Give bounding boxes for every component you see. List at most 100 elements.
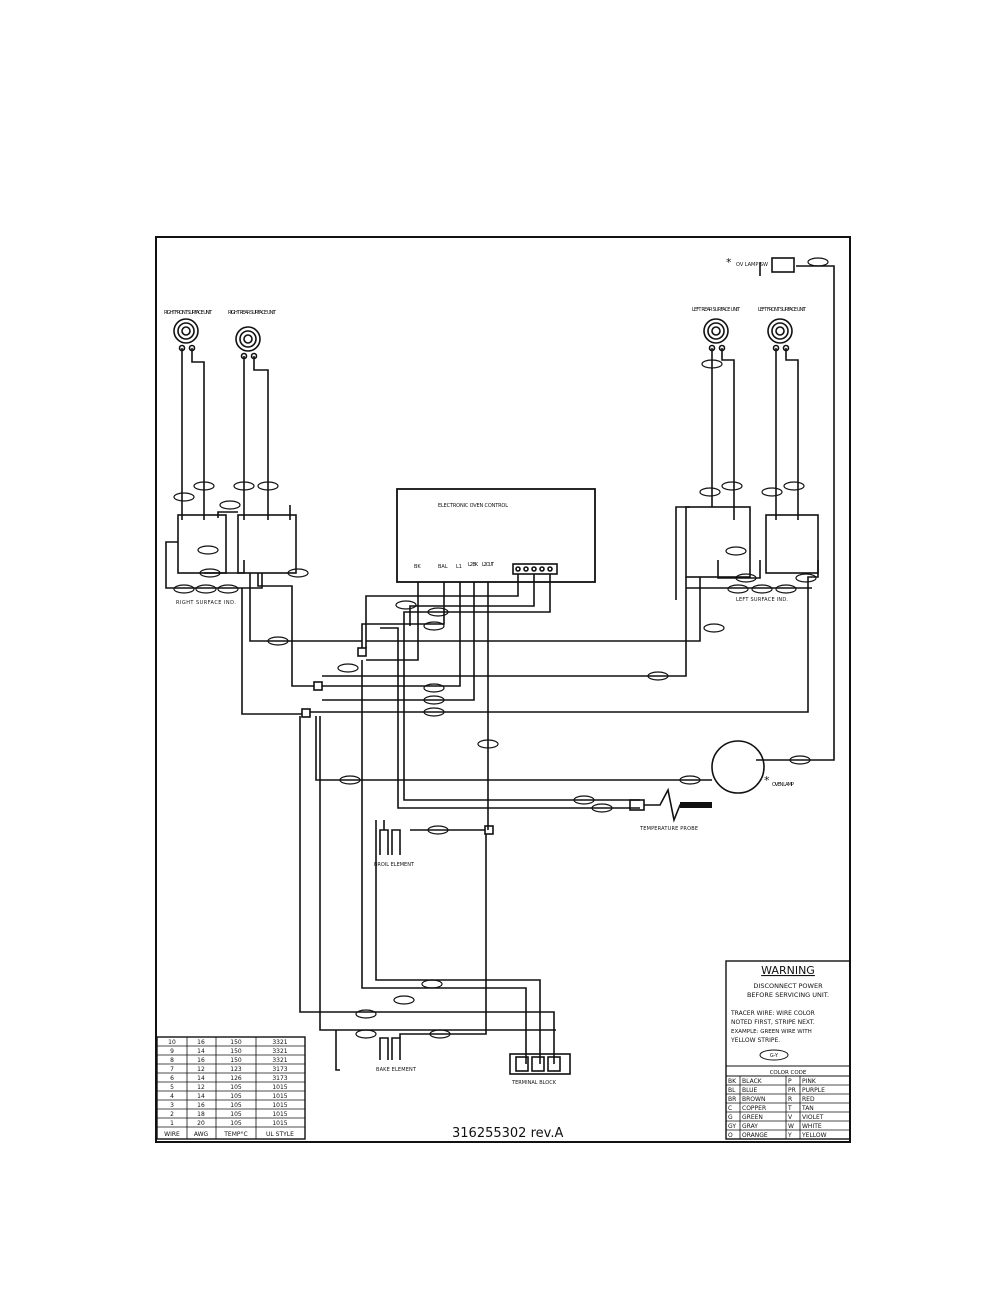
color-code-cell: PINK [802, 1078, 817, 1085]
bake-element-label: BAKE ELEMENT [376, 1067, 417, 1073]
tracer-line-1: TRACER WIRE: WIRE COLOR [730, 1010, 815, 1017]
eoc-terminal-bk: BK [414, 564, 421, 570]
wire-table-cell: 150 [230, 1048, 242, 1055]
left-surface-ind-label: LEFT SURFACE IND. [736, 597, 788, 603]
temperature-probe-label: TEMPERATURE PROBE [639, 826, 698, 832]
junction-b [313, 681, 323, 691]
eoc-terminal-l2-out: L2 OUT [482, 562, 495, 568]
lr-surface-unit-label: LEFT REAR SURFACE UNIT [692, 307, 741, 313]
wire-table-cell: 105 [230, 1111, 242, 1118]
junction-a [357, 647, 367, 657]
oven-lamp-circle [711, 740, 765, 794]
color-code-cell: V [788, 1114, 793, 1121]
asterisk-2: * [764, 774, 770, 787]
lf-surface-unit-label: LEFT FRONT SURFACE UNIT [758, 307, 807, 313]
junction-c [301, 708, 311, 718]
wire-tags [173, 257, 829, 1039]
broil-element-label: BROIL ELEMENT [374, 862, 415, 868]
wire-table-cell: 1 [170, 1120, 174, 1127]
right-rear-switch [237, 514, 297, 574]
eoc-terminal-bal: BAL [438, 564, 448, 570]
color-code-cell: O [728, 1132, 733, 1139]
eoc-terminal-l2-bk: L2 BK [468, 562, 479, 568]
wire-table-cell: 20 [197, 1120, 205, 1127]
warning-panel [725, 960, 851, 1140]
color-code-cell: BLUE [742, 1087, 758, 1094]
wire-table-header: AWG [194, 1131, 209, 1138]
color-code-title: COLOR CODE [770, 1070, 807, 1076]
wire-table-cell: 8 [170, 1057, 174, 1064]
wire-table-cell: 16 [197, 1057, 205, 1064]
wire-table-cell: 1015 [272, 1084, 287, 1091]
wire-table-cell: 14 [197, 1093, 205, 1100]
wire-table-cell: 6 [170, 1075, 174, 1082]
color-code-cell: BLACK [742, 1078, 763, 1085]
wire-table-header: WIRE [164, 1131, 180, 1138]
color-code-cell: Y [787, 1132, 792, 1139]
frame-border [155, 236, 851, 1143]
wire-table-cell: 3321 [272, 1039, 287, 1046]
warning-title: WARNING [761, 964, 815, 977]
wire-table-header: UL STYLE [266, 1131, 294, 1138]
warning-line-2: BEFORE SERVICING UNIT. [747, 991, 829, 999]
example-tag-oval [759, 1049, 789, 1061]
terminal-block-label: TERMINAL BLOCK [511, 1080, 557, 1086]
color-code-cell: R [788, 1096, 792, 1103]
left-front-switch [765, 514, 819, 574]
wire-table-cell: 5 [170, 1084, 174, 1091]
wire-table-cell: 3173 [272, 1075, 287, 1082]
color-code-cell: C [728, 1105, 732, 1112]
rf-surface-unit-label: RIGHT FRONT SURFACE UNIT [164, 310, 213, 316]
wire-table-cell: 150 [230, 1039, 242, 1046]
color-code-cell: ORANGE [742, 1132, 768, 1139]
wire-table-cell: 105 [230, 1120, 242, 1127]
wire-table-cell: 3173 [272, 1066, 287, 1073]
wire-table-cell: 105 [230, 1102, 242, 1109]
eoc-connector [512, 563, 558, 575]
terminal-block-box [509, 1053, 571, 1075]
wire-table-cell: 12 [197, 1066, 205, 1073]
bake-element-shape [379, 1037, 401, 1060]
junction-d [484, 825, 494, 835]
color-code-cell: VIOLET [802, 1114, 824, 1121]
wire-table-cell: 150 [230, 1057, 242, 1064]
wire-table-cell: 16 [197, 1102, 205, 1109]
color-code-cell: PURPLE [802, 1087, 825, 1094]
eoc-label: ELECTRONIC OVEN CONTROL [438, 503, 508, 509]
wire-table-frame [156, 1036, 306, 1140]
wire-table-cell: 16 [197, 1039, 205, 1046]
eoc-terminal-l1: L1 [456, 564, 462, 570]
color-code-cell: YELLOW [801, 1132, 827, 1139]
wire-table-cell: 123 [230, 1066, 242, 1073]
wire-table-cell: 126 [230, 1075, 242, 1082]
rr-surface-unit-label: RIGHT REAR SURFACE UNIT [228, 310, 277, 316]
color-code-cell: GRAY [742, 1123, 758, 1130]
wire-table-cell: 1015 [272, 1102, 287, 1109]
oven-lamp-switch-box [771, 257, 795, 273]
color-code-cell: TAN [801, 1105, 814, 1112]
example-tag: G-Y [770, 1053, 779, 1059]
wire-table-cell: 3 [170, 1102, 174, 1109]
right-front-switch [177, 514, 227, 574]
color-code-cell: W [788, 1123, 794, 1130]
broil-element-shape [379, 829, 401, 855]
wire-table-cell: 1015 [272, 1111, 287, 1118]
wire-table-header: TEMP°C [223, 1131, 247, 1138]
color-code-cell: T [787, 1105, 792, 1112]
wire-table-cell: 105 [230, 1093, 242, 1100]
wire-table-cell: 2 [170, 1111, 174, 1118]
color-code-grid [726, 1076, 850, 1139]
warning-line-1: DISCONNECT POWER [753, 982, 823, 990]
color-code-cell: WHITE [802, 1123, 822, 1130]
color-code-cell: BR [728, 1096, 736, 1103]
rf-surface-unit-coil [173, 318, 199, 352]
wire-table-cell: 7 [170, 1066, 174, 1073]
wire-table-cell: 1015 [272, 1093, 287, 1100]
wire-table-cell: 12 [197, 1084, 205, 1091]
color-code-cell: PR [788, 1087, 796, 1094]
oven-lamp-switch-label: OV LAMP SW [736, 262, 768, 268]
wire-table-cell: 4 [170, 1093, 174, 1100]
